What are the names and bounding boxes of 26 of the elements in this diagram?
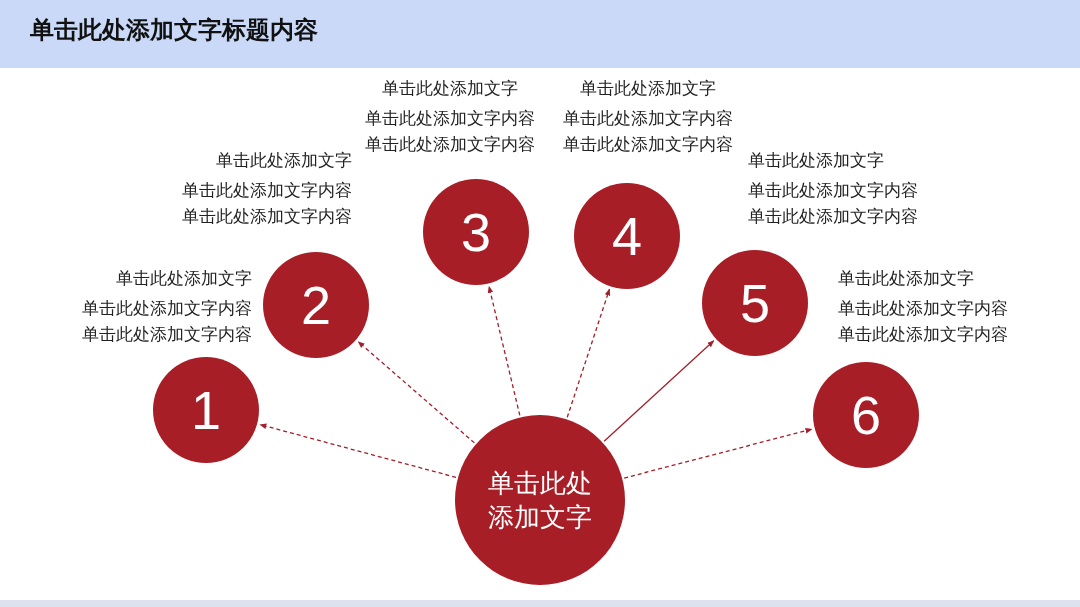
- arrow: [603, 340, 715, 442]
- page-title: 单击此处添加文字标题内容: [30, 15, 318, 46]
- arrow: [487, 285, 521, 417]
- caption-heading: 单击此处添加文字: [748, 149, 884, 172]
- caption-text: 单击此处添加文字内容单击此处添加文字内容: [838, 297, 1009, 346]
- arrow: [566, 288, 611, 418]
- caption-heading: 单击此处添加文字: [216, 149, 352, 172]
- caption-text: 单击此处添加文字内容单击此处添加文字内容: [748, 179, 919, 228]
- number-circle: 6: [813, 362, 919, 468]
- number-circle: 2: [263, 252, 369, 358]
- number-circle: 1: [153, 357, 259, 463]
- caption-heading: 单击此处添加文字: [382, 77, 518, 100]
- caption-heading: 单击此处添加文字: [838, 267, 974, 290]
- arrow: [357, 341, 476, 444]
- caption-text: 单击此处添加文字内容单击此处添加文字内容: [81, 297, 252, 346]
- arrow: [259, 423, 457, 478]
- caption-text: 单击此处添加文字内容单击此处添加文字内容: [364, 107, 536, 156]
- caption-heading: 单击此处添加文字: [116, 267, 252, 290]
- arrow: [623, 428, 813, 479]
- center-circle: 单击此处添加文字: [455, 415, 625, 585]
- caption-heading: 单击此处添加文字: [580, 77, 716, 100]
- caption-text: 单击此处添加文字内容单击此处添加文字内容: [562, 107, 734, 156]
- caption-text: 单击此处添加文字内容单击此处添加文字内容: [181, 179, 352, 228]
- number-circle: 3: [423, 179, 529, 285]
- number-circle: 5: [702, 250, 808, 356]
- number-circle: 4: [574, 183, 680, 289]
